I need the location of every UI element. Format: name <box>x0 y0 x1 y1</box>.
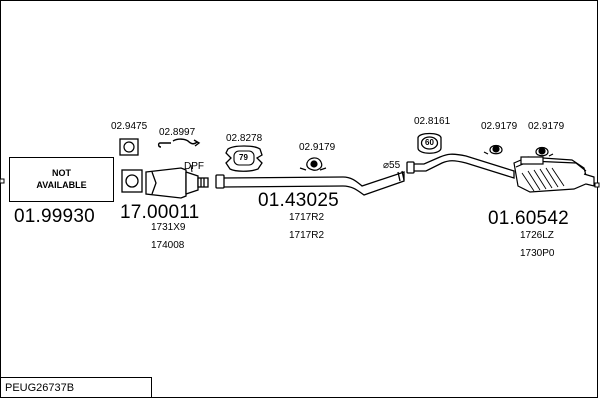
ref-mount-front: 02.8278 <box>226 133 263 144</box>
ref-gasket: 02.9475 <box>111 121 148 132</box>
clamp-icon <box>157 138 201 148</box>
rubber-mount-front-icon <box>225 145 263 172</box>
label-dpf: DPF <box>184 161 204 172</box>
diagram-code: PEUG26737B <box>5 381 75 394</box>
sub-ref-rear-b: 1730P0 <box>520 248 555 259</box>
not-available-box: NOT AVAILABLE <box>9 157 114 202</box>
right-edge-marker <box>594 182 600 188</box>
front-flange-icon <box>121 169 143 193</box>
dpf-unit-icon <box>145 164 209 199</box>
sub-ref-dpf-b: 174008 <box>151 240 185 251</box>
not-available-line1: NOT <box>52 168 71 179</box>
sealing-ring-icon <box>417 132 442 154</box>
middle-pipe-icon <box>215 170 405 196</box>
ref-mount-mid: 02.9179 <box>299 142 336 153</box>
part-number-rear: 01.60542 <box>488 208 569 229</box>
part-number-dpf: 17.00011 <box>120 202 200 223</box>
sub-ref-rear-a: 1726LZ <box>520 230 554 241</box>
part-number-middle: 01.43025 <box>258 190 339 211</box>
ref-mount-rear-1: 02.9179 <box>481 121 518 132</box>
sub-ref-middle-a: 1717R2 <box>289 212 325 223</box>
sub-ref-middle-b: 1717R2 <box>289 230 325 241</box>
ref-ring: 02.8161 <box>414 116 451 127</box>
diagram-code-box: PEUG26737B <box>0 377 152 398</box>
not-available-line2: AVAILABLE <box>36 179 87 190</box>
ref-mount-rear-2: 02.9179 <box>528 121 565 132</box>
mount-mid-icon <box>299 157 327 171</box>
rear-pipe-icon <box>406 153 515 179</box>
rear-muffler-icon <box>513 156 595 193</box>
part-number-front: 01.99930 <box>14 206 95 227</box>
ref-clamp: 02.8997 <box>159 127 196 138</box>
sub-ref-dpf-a: 1731X9 <box>151 222 186 233</box>
mount-rear-1-icon <box>483 144 503 155</box>
mount-rear-2-icon <box>535 146 554 157</box>
ring-badge: 60 <box>425 138 434 147</box>
label-diameter: ⌀55 <box>383 160 401 171</box>
mount-front-badge: 79 <box>239 153 248 162</box>
left-edge-marker <box>0 178 5 184</box>
gasket-icon <box>119 138 139 156</box>
